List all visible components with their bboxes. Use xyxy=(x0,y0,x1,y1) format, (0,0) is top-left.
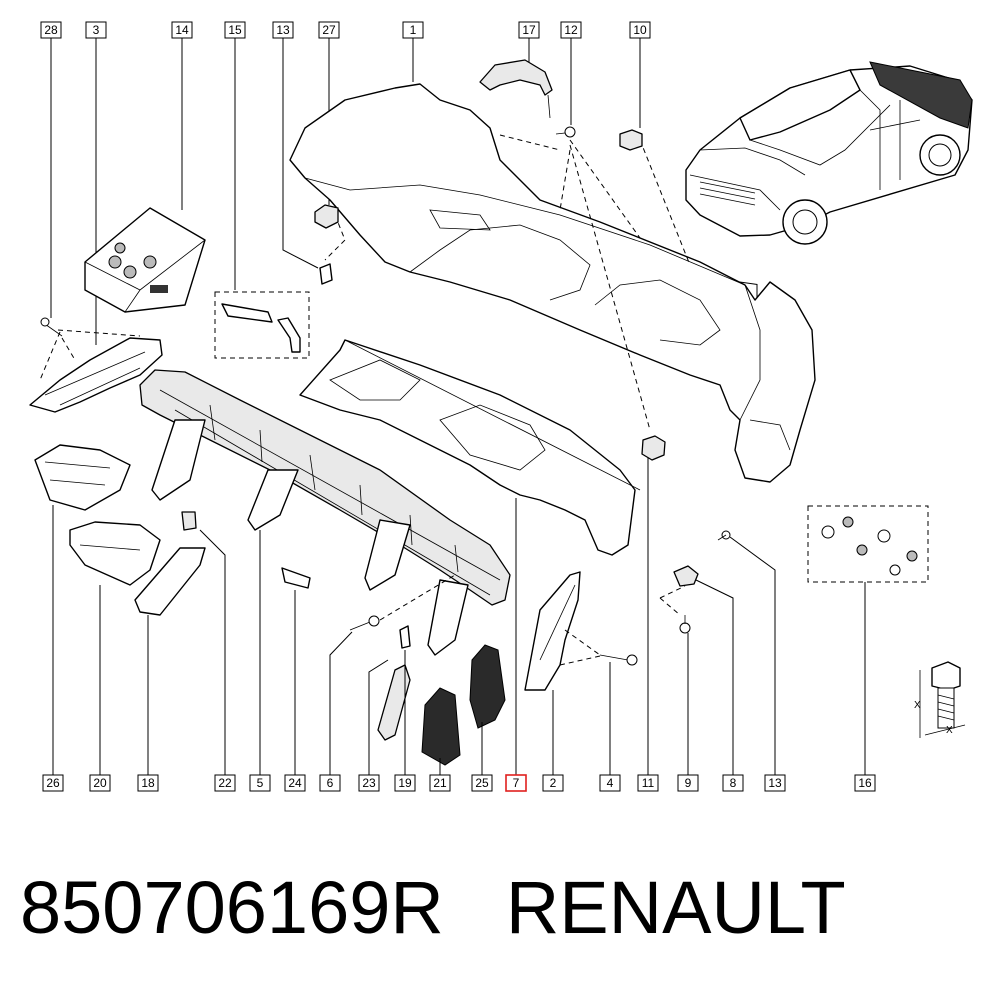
callout-24: 24 xyxy=(284,774,306,792)
callout-16: 16 xyxy=(854,774,876,792)
part-12-screw xyxy=(555,126,576,138)
callout-7-highlighted: 7 xyxy=(505,774,527,792)
part-11-nut xyxy=(641,435,666,461)
svg-text:7: 7 xyxy=(513,776,520,790)
svg-text:24: 24 xyxy=(288,776,302,790)
svg-text:18: 18 xyxy=(141,776,155,790)
part-8-clip xyxy=(673,565,699,587)
callout-3: 3 xyxy=(85,21,107,39)
svg-text:8: 8 xyxy=(730,776,737,790)
callout-6: 6 xyxy=(319,774,341,792)
svg-text:X: X xyxy=(914,700,921,711)
part-25-grille xyxy=(469,644,506,729)
svg-text:28: 28 xyxy=(44,23,58,37)
svg-text:17: 17 xyxy=(522,23,536,37)
svg-text:12: 12 xyxy=(564,23,578,37)
svg-text:X: X xyxy=(946,725,953,736)
callout-21: 21 xyxy=(429,774,451,792)
callout-13-top: 13 xyxy=(272,21,294,39)
part-22-clip xyxy=(181,511,197,531)
part-9-screw xyxy=(659,585,691,634)
part-2-side-bracket xyxy=(524,571,581,691)
callout-28: 28 xyxy=(40,21,62,39)
bolt-dimension-sketch: X X xyxy=(914,661,966,738)
svg-text:5: 5 xyxy=(257,776,264,790)
caption: 850706169R RENAULT xyxy=(20,858,980,958)
svg-text:11: 11 xyxy=(642,776,655,790)
svg-text:2: 2 xyxy=(550,776,557,790)
part-26-side-trim xyxy=(34,444,131,511)
callout-12: 12 xyxy=(560,21,582,39)
svg-text:27: 27 xyxy=(322,23,336,37)
svg-text:25: 25 xyxy=(475,776,489,790)
part-3-side-bracket xyxy=(29,317,163,413)
svg-text:3: 3 xyxy=(93,23,100,37)
part-20-reflector xyxy=(69,521,161,586)
part-4-bolt xyxy=(559,629,638,666)
part-number: 850706169R xyxy=(20,866,444,949)
callout-1: 1 xyxy=(402,21,424,39)
callout-15: 15 xyxy=(224,21,246,39)
callout-9: 9 xyxy=(677,774,699,792)
callout-2: 2 xyxy=(542,774,564,792)
svg-text:1: 1 xyxy=(410,23,417,37)
svg-text:20: 20 xyxy=(93,776,107,790)
svg-text:13: 13 xyxy=(276,23,290,37)
callout-8: 8 xyxy=(722,774,744,792)
callout-13-bottom: 13 xyxy=(764,774,786,792)
part-27-clip xyxy=(314,204,339,229)
svg-text:15: 15 xyxy=(228,23,242,37)
svg-text:26: 26 xyxy=(46,776,60,790)
svg-text:23: 23 xyxy=(362,776,376,790)
svg-text:13: 13 xyxy=(768,776,782,790)
callout-25: 25 xyxy=(471,774,493,792)
part-6-screw xyxy=(349,574,456,631)
svg-text:14: 14 xyxy=(175,23,189,37)
part-10-clip-nut xyxy=(619,129,643,151)
callout-27: 27 xyxy=(318,21,340,39)
callout-23: 23 xyxy=(358,774,380,792)
callout-11: 11 xyxy=(637,774,659,792)
part-16-fastener-set xyxy=(807,505,929,583)
svg-text:6: 6 xyxy=(327,776,334,790)
part-23-bracket xyxy=(377,664,411,741)
svg-text:9: 9 xyxy=(685,776,692,790)
part-21-grille xyxy=(421,687,461,766)
callout-14: 14 xyxy=(171,21,193,39)
svg-text:4: 4 xyxy=(607,776,614,790)
part-7-lower-diffuser-panel xyxy=(299,339,641,556)
callout-4: 4 xyxy=(599,774,621,792)
svg-text:16: 16 xyxy=(858,776,872,790)
svg-text:22: 22 xyxy=(218,776,232,790)
part-13-screw-top xyxy=(319,263,333,285)
brand-name: RENAULT xyxy=(505,866,846,949)
svg-text:10: 10 xyxy=(633,23,647,37)
callout-26: 26 xyxy=(42,774,64,792)
callout-18: 18 xyxy=(137,774,159,792)
callout-19: 19 xyxy=(394,774,416,792)
part-13-screw-bottom xyxy=(717,530,731,541)
part-5-bumper-beam xyxy=(139,369,511,656)
part-18-bracket xyxy=(134,547,206,616)
callout-22: 22 xyxy=(214,774,236,792)
part-24-clip xyxy=(281,567,311,589)
part-14-fixing-kit-box xyxy=(84,207,206,313)
svg-text:21: 21 xyxy=(433,776,447,790)
callout-17: 17 xyxy=(518,21,540,39)
svg-text:19: 19 xyxy=(398,776,412,790)
part-1-rear-bumper-cover xyxy=(289,83,816,483)
callout-5: 5 xyxy=(249,774,271,792)
callout-20: 20 xyxy=(89,774,111,792)
callout-10: 10 xyxy=(629,21,651,39)
part-15-bracket-set xyxy=(214,291,310,359)
part-17-bracket xyxy=(479,59,553,119)
part-19-clip xyxy=(399,625,411,649)
